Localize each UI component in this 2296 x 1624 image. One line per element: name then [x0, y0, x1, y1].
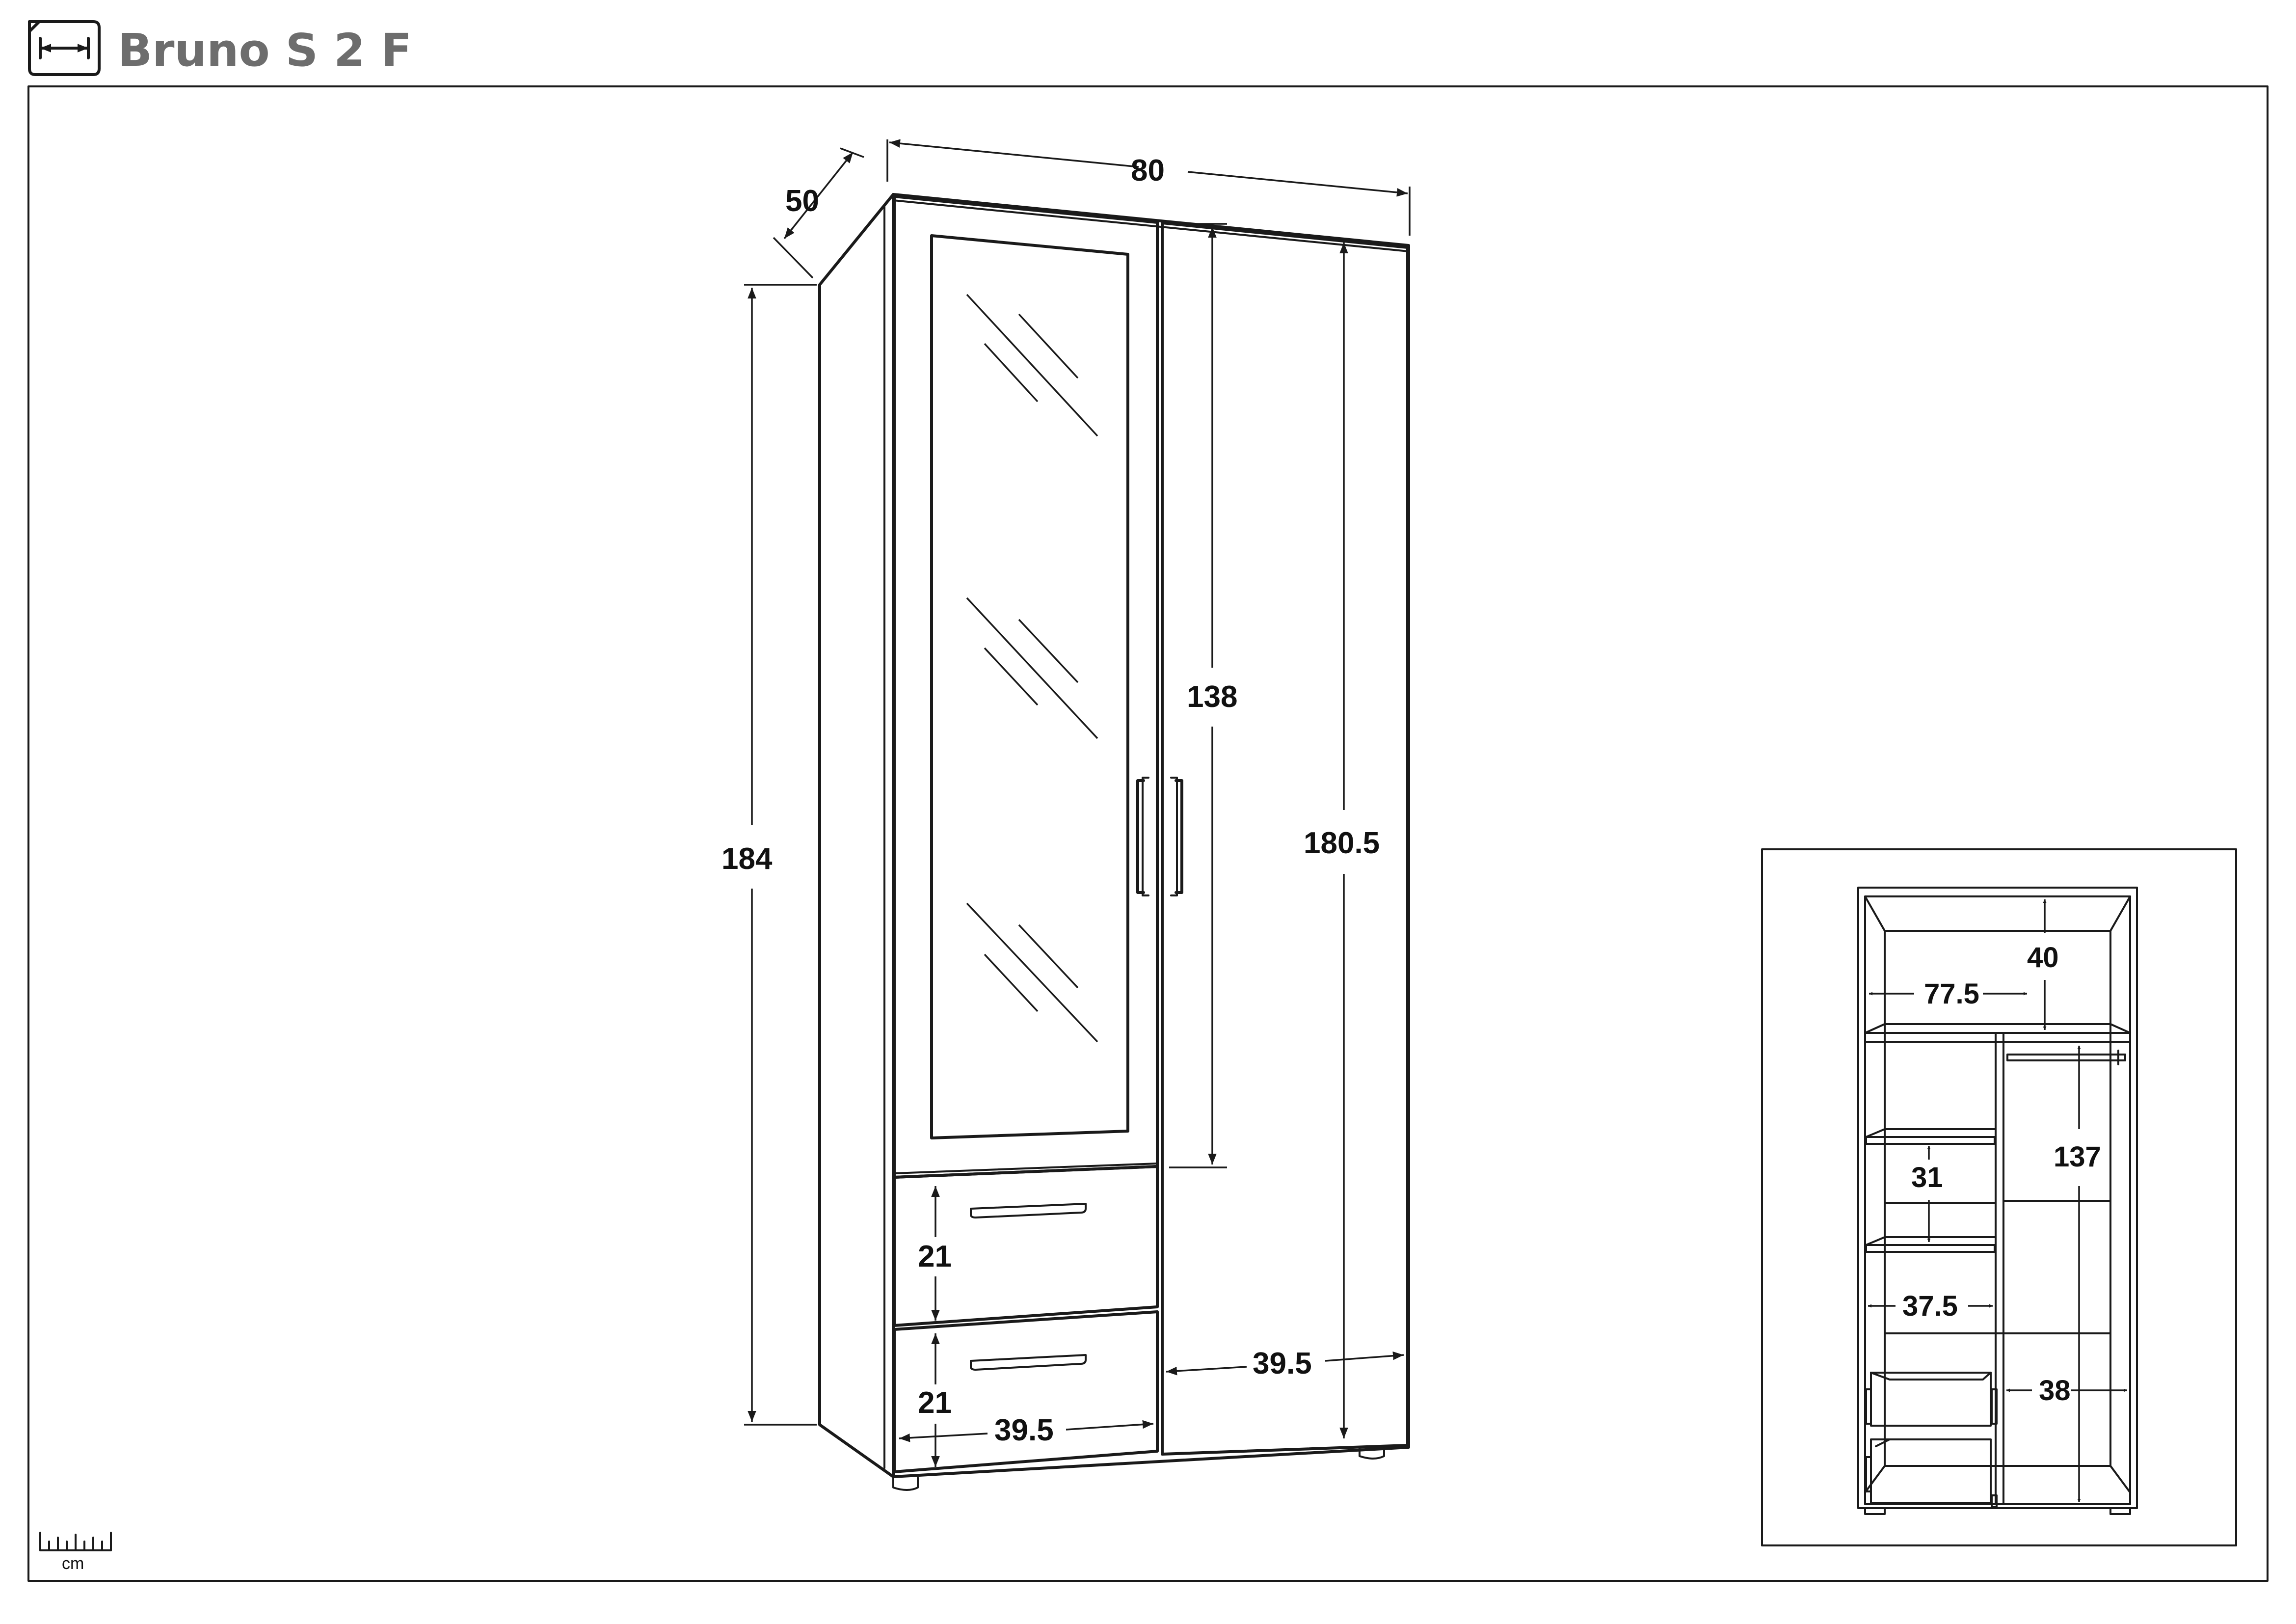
rail-height-label: 137 [2054, 1141, 2101, 1173]
drawer-top [893, 1165, 1159, 1327]
drawer-handle-top [970, 1203, 1087, 1218]
drawer-depth-label: 38 [2039, 1375, 2071, 1407]
drawer-width-label: 39.5 [994, 1413, 1054, 1447]
inner-width-label: 77.5 [1924, 978, 1979, 1010]
drawer-top-height-label: 21 [918, 1240, 952, 1273]
shelf-width-label: 37.5 [1902, 1290, 1958, 1322]
right-door [1161, 221, 1409, 1456]
header: Bruno S 2 F [28, 20, 412, 77]
inset-dimension-inner-width: 77.5 [1869, 978, 2027, 1010]
left-door [893, 195, 1159, 1179]
dimension-right-door-width: 39.5 [1166, 1347, 1404, 1380]
inset-divider [1995, 1032, 2004, 1505]
inset-drawer-lower [1870, 1438, 1992, 1504]
foot-front-right [1359, 1447, 1385, 1460]
inset-dimension-drawer-depth: 38 [2006, 1375, 2127, 1407]
inset-drawer-upper [1870, 1372, 1992, 1427]
dimension-drawer-top: 21 [918, 1186, 952, 1321]
drawer-handle-bottom [970, 1354, 1087, 1371]
interior-inset-view: 77.5 40 137 31 37.5 38 [1761, 848, 2237, 1546]
inset-top-shelf [1864, 1032, 2131, 1043]
wardrobe-front-view: 80 50 184 138 180.5 [721, 139, 1411, 1491]
door-handle-left [1136, 777, 1149, 896]
inset-hanging-rail [2006, 1054, 2126, 1061]
inset-dimension-rail-height: 137 [2054, 1046, 2101, 1502]
door-height-label: 138 [1187, 680, 1237, 714]
drawer-bottom-height-label: 21 [918, 1386, 952, 1420]
dimension-side-door-height: 180.5 [1304, 243, 1380, 1438]
dimension-depth: 50 [773, 147, 864, 279]
ruler-icon [39, 1532, 112, 1551]
mirror-glass [930, 234, 1129, 1139]
page-title: Bruno S 2 F [118, 24, 412, 77]
shelf-spacing-label: 31 [1911, 1162, 1943, 1193]
mirror-reflection-marks [966, 294, 1098, 1043]
scale-unit-label: cm [62, 1554, 84, 1573]
foot-front-left [892, 1477, 919, 1491]
sheet-frame [27, 85, 2269, 1582]
drawer-bottom [893, 1310, 1159, 1473]
inset-dimension-shelf-spacing: 31 [1911, 1146, 1943, 1242]
dimension-total-height: 184 [721, 284, 817, 1426]
depth-label: 50 [785, 184, 819, 218]
dimension-drawer-bottom: 21 [918, 1333, 952, 1467]
inset-dimension-shelf-width: 37.5 [1868, 1290, 1993, 1322]
wardrobe-side-panel [818, 193, 895, 1478]
dimension-arrows-icon [28, 20, 101, 76]
right-door-width-label: 39.5 [1253, 1347, 1312, 1380]
width-label: 80 [1131, 154, 1165, 188]
total-height-label: 184 [721, 842, 773, 876]
dimension-door-height: 138 [1169, 223, 1237, 1168]
top-shelf-height-label: 40 [2027, 942, 2059, 974]
dimension-drawer-width: 39.5 [899, 1413, 1154, 1447]
inset-carcass [1857, 887, 2138, 1509]
inset-frame [1761, 848, 2237, 1546]
door-handle-right [1170, 777, 1183, 896]
dimension-width: 80 [886, 139, 1411, 236]
inset-dimension-top-shelf: 40 [2027, 899, 2059, 1030]
side-door-height-label: 180.5 [1304, 826, 1380, 860]
